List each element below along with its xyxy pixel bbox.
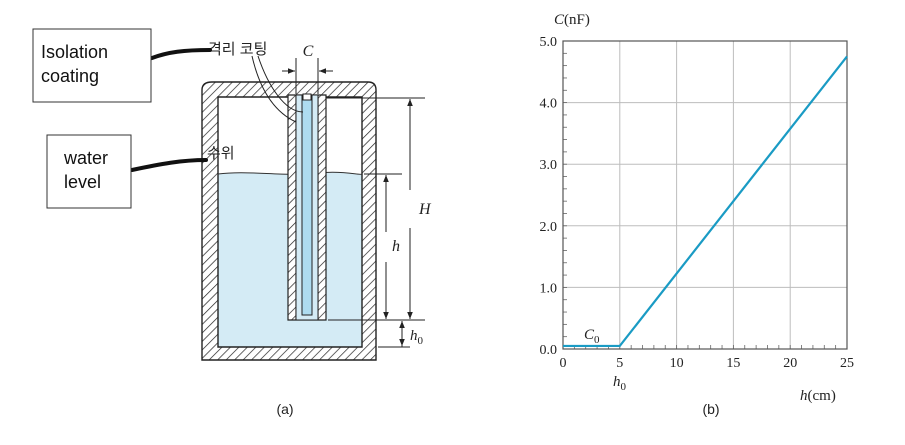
isolation-label: Isolation coating (41, 42, 113, 86)
korean-coating-label: 격리 코팅 (208, 41, 267, 58)
dim-h0-label: h0 (410, 328, 424, 347)
x-tick-label: 25 (840, 356, 854, 371)
y-axis-label: C(nF) (554, 12, 590, 28)
x-tick-label: 15 (726, 356, 740, 371)
dim-C-label: C (303, 43, 314, 60)
water-level-box (46, 134, 132, 209)
tank-diagram: C H h h0 격리 코팅 수위 Isolation coating wate… (32, 28, 432, 417)
pointer-stroke-water (130, 158, 208, 172)
y-tick-label: 2.0 (540, 220, 558, 235)
y-tick-label: 5.0 (540, 35, 558, 50)
caption-b: (b) (702, 401, 719, 417)
y-tick-label: 0.0 (540, 343, 558, 358)
y-tick-label: 1.0 (540, 281, 558, 296)
center-electrode (301, 94, 313, 316)
pointer-stroke-coating (150, 48, 212, 60)
dim-H-label: H (418, 201, 432, 218)
x-tick-label: 0 (560, 356, 567, 371)
y-tick-label: 4.0 (540, 97, 558, 112)
dim-h-label: h (392, 238, 400, 255)
capacitance-line (563, 55, 848, 348)
x-axis-label: h(cm) (800, 388, 836, 404)
h0-annotation: h0 (613, 374, 627, 393)
korean-water-level-label: 수위 (207, 145, 235, 162)
capacitance-chart: 0 5 10 15 20 25 0.0 1.0 2.0 3.0 4.0 5.0 C(nF) h(cm)… (540, 12, 855, 417)
chart-grid (562, 40, 848, 350)
x-tick-label: 5 (616, 356, 623, 371)
chart-series (563, 55, 848, 348)
caption-a: (a) (276, 401, 293, 417)
x-tick-label: 10 (670, 356, 684, 371)
electrode-cap (302, 93, 312, 101)
x-tick-label: 20 (783, 356, 797, 371)
c0-annotation: C0 (584, 327, 600, 346)
chart-ticks: 0 5 10 15 20 25 0.0 1.0 2.0 3.0 4.0 5.0 (540, 35, 855, 371)
plot-frame (562, 40, 848, 350)
water-level-label: water level (63, 148, 113, 192)
isolation-coating-box (32, 28, 152, 103)
y-tick-label: 3.0 (540, 158, 558, 173)
